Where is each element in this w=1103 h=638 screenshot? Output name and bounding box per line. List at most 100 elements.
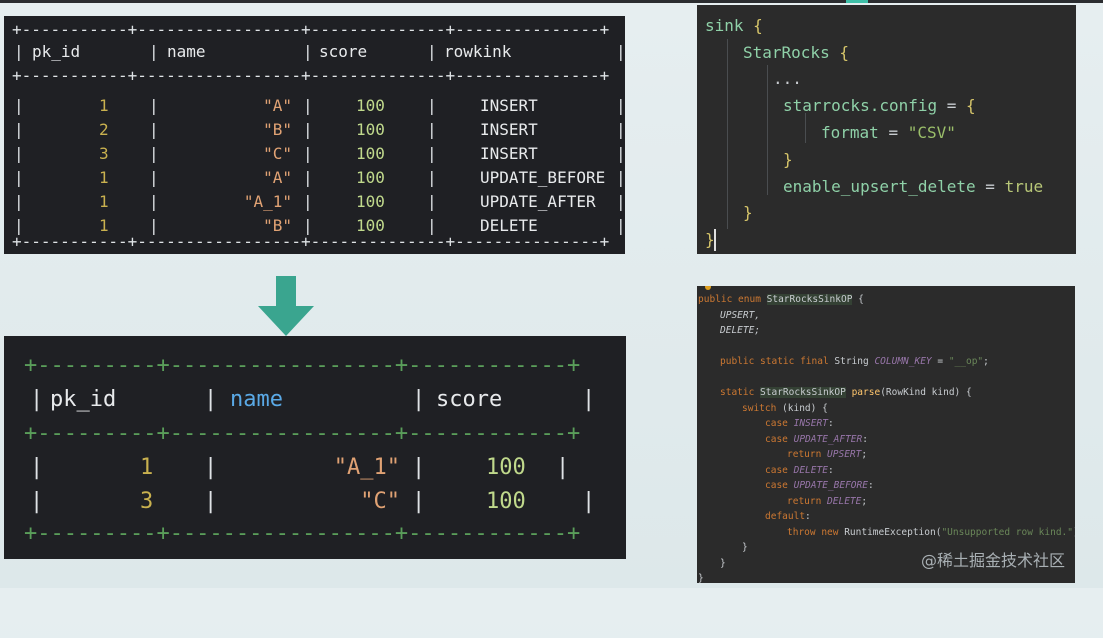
pipe: | xyxy=(149,144,159,163)
pipe: | xyxy=(149,120,159,139)
pipe: | xyxy=(149,96,159,115)
indent-guide xyxy=(805,113,806,143)
java-line-2: UPSERT, xyxy=(720,310,761,321)
cell-score: 100 xyxy=(486,455,526,480)
upsert-value: true xyxy=(1004,177,1044,196)
pipe: | xyxy=(616,168,626,187)
table-border-top: +---------+-----------------+-----------… xyxy=(24,353,581,378)
pipe: | xyxy=(303,120,313,139)
pipe: | xyxy=(303,144,313,163)
indent-guide xyxy=(727,39,728,229)
pipe: | xyxy=(149,192,159,211)
punct: : xyxy=(805,511,811,522)
kw: public static final xyxy=(720,356,835,367)
cell-name: "A" xyxy=(263,96,292,115)
kw-sink: sink xyxy=(705,16,744,35)
code-line-1: sink { xyxy=(705,16,763,36)
cell-rowkind: UPDATE_BEFORE xyxy=(480,168,606,187)
header-pk-id: pk_id xyxy=(32,42,81,61)
watermark: @稀土掘金技术社区 xyxy=(921,551,1066,570)
pipe: | xyxy=(14,96,24,115)
class-name: StarRocksSinkOP xyxy=(766,294,853,305)
pipe: | xyxy=(303,96,313,115)
punct: ; xyxy=(983,356,989,367)
java-line-19: } xyxy=(698,573,704,583)
const: DELETE xyxy=(827,496,862,507)
equals: = xyxy=(985,177,995,196)
java-line-5: public static final String COLUMN_KEY = … xyxy=(720,354,989,370)
cell-pk-id: 1 xyxy=(99,216,109,235)
code-line-9: } xyxy=(705,230,715,250)
sink-config-editor: sink { StarRocks { ... starrocks.config … xyxy=(697,5,1076,254)
pipe: | xyxy=(582,489,596,514)
cell-pk-id: 1 xyxy=(99,168,109,187)
header-score: score xyxy=(319,42,368,61)
java-line-14: return DELETE; xyxy=(787,494,867,510)
punct: : xyxy=(862,434,868,445)
table-header-row: | pk_id | name | score | xyxy=(4,386,626,638)
pipe: | xyxy=(412,489,426,514)
punct: ; xyxy=(861,449,868,460)
kw: static xyxy=(720,387,761,398)
code-line-7: enable_upsert_delete = true xyxy=(783,177,1043,197)
text-caret xyxy=(714,229,716,251)
cell-score: 100 xyxy=(356,120,385,139)
java-line-7: static StarRocksSinkOP parse(RowKind kin… xyxy=(720,385,972,401)
kw: case xyxy=(765,418,794,429)
pipe: | xyxy=(427,96,437,115)
table-border-bottom: +-----------+-----------------+---------… xyxy=(12,232,610,251)
punct: = xyxy=(931,356,949,367)
pipe: | xyxy=(14,216,24,235)
pipe: | xyxy=(556,455,570,480)
header-rowkind: rowkink xyxy=(444,42,512,61)
cell-name: "A" xyxy=(263,168,292,187)
pipe: | xyxy=(616,120,626,139)
pipe: | xyxy=(303,192,313,211)
java-line-13: case UPDATE_BEFORE: xyxy=(765,478,874,494)
pipe: | xyxy=(616,42,626,61)
java-line-9: case INSERT: xyxy=(765,416,834,432)
cell-name: "A_1" xyxy=(243,192,292,211)
code-line-5: format = "CSV" xyxy=(821,123,956,143)
pipe: | xyxy=(14,192,24,211)
pipe: | xyxy=(412,387,426,412)
pipe: | xyxy=(14,168,24,187)
brace: { xyxy=(839,43,849,62)
string: "Unsupported row kind." xyxy=(941,527,1073,538)
cell-rowkind: INSERT xyxy=(480,144,538,163)
java-line-18: } xyxy=(720,558,726,569)
kw: switch xyxy=(742,403,777,414)
brace: } xyxy=(783,150,793,169)
punct: { xyxy=(852,294,864,305)
pipe: | xyxy=(427,144,437,163)
cell-score: 100 xyxy=(486,489,526,514)
pipe: | xyxy=(616,96,626,115)
pipe: | xyxy=(204,489,218,514)
table-border-mid: +---------+-----------------+-----------… xyxy=(24,421,581,446)
const: UPSERT xyxy=(827,449,862,460)
cell-rowkind: INSERT xyxy=(480,120,538,139)
pipe: | xyxy=(149,216,159,235)
cell-name: "C" xyxy=(263,144,292,163)
pipe: | xyxy=(427,42,437,61)
code-line-8: } xyxy=(743,203,753,223)
field: COLUMN_KEY xyxy=(874,356,932,367)
cell-name: "B" xyxy=(263,216,292,235)
pipe: | xyxy=(303,216,313,235)
pipe: | xyxy=(14,120,24,139)
header-name: name xyxy=(167,42,206,61)
const: DELETE xyxy=(793,465,828,476)
punct: (RowKind kind) { xyxy=(880,387,972,398)
cell-name: "C" xyxy=(360,489,400,514)
kw: return xyxy=(787,449,828,460)
code-line-4: starrocks.config = { xyxy=(783,96,976,116)
punct: : xyxy=(827,418,834,429)
java-line-3: DELETE; xyxy=(720,325,761,336)
java-line-8: switch (kind) { xyxy=(742,401,828,417)
table-border-top: +-----------+-----------------+---------… xyxy=(12,20,610,39)
pipe: | xyxy=(427,120,437,139)
equals: = xyxy=(888,123,899,142)
code-line-3: ... xyxy=(773,69,802,88)
cell-pk-id: 1 xyxy=(99,96,109,115)
pipe: | xyxy=(30,387,44,412)
